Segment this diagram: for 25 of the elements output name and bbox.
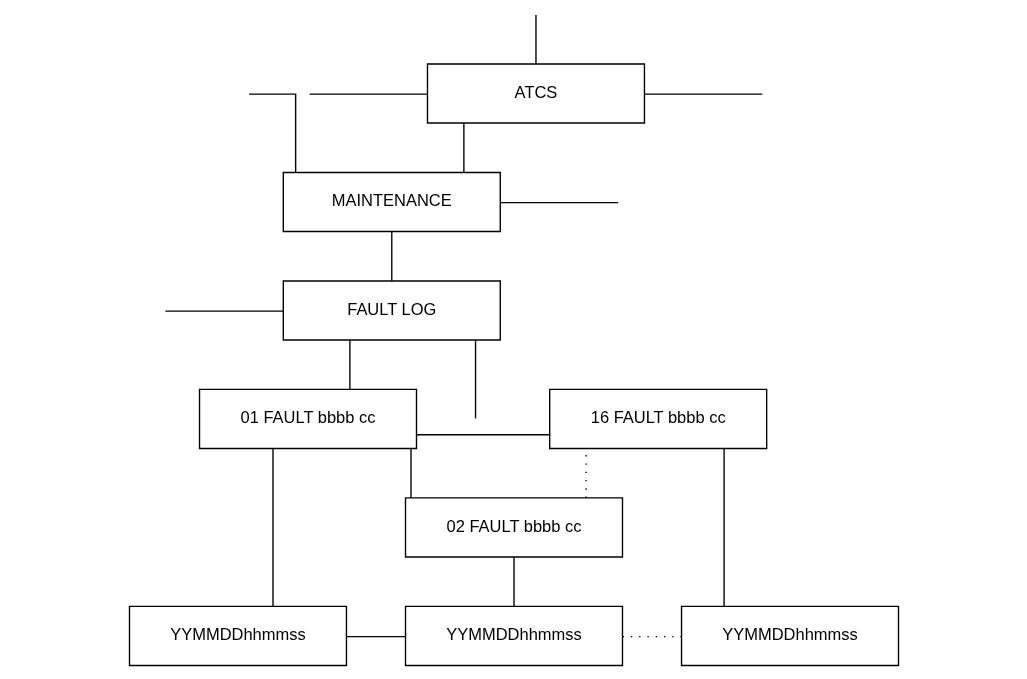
connector [409,447,412,499]
connector [643,93,763,95]
connector [512,556,515,607]
connector [348,339,351,391]
connector [247,93,296,173]
node-box: ATCS [426,63,645,124]
connector [345,635,406,638]
node-box: YYMMDDhhmmss [128,605,347,667]
connector [271,448,274,607]
connector [499,202,619,204]
connector [415,434,550,436]
connector [534,14,537,65]
connector [474,339,476,420]
connector [462,122,465,174]
node-box: 16 FAULT bbbb cc [548,388,767,450]
connector [390,230,392,282]
connector [308,93,428,95]
connector [164,310,284,312]
node-box: YYMMDDhhmmss [680,605,899,667]
node-box: FAULT LOG [282,280,501,341]
connector [722,448,725,607]
node-box: 01 FAULT bbbb cc [198,388,417,450]
node-box: YYMMDDhhmmss [404,605,623,667]
node-box: MAINTENANCE [282,171,501,233]
node-box: 02 FAULT bbbb cc [404,497,623,558]
